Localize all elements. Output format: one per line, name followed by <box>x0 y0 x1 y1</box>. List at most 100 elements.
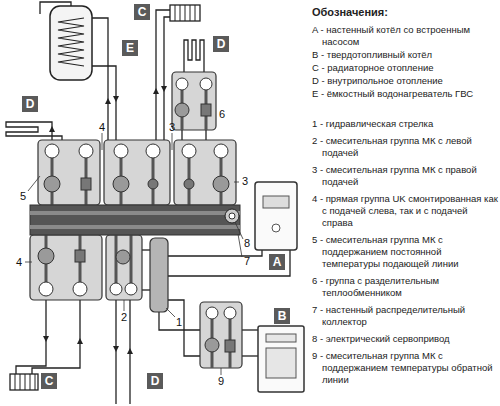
pipe <box>32 300 80 374</box>
pipe <box>142 289 150 290</box>
wall-boiler <box>272 224 280 232</box>
callout-number: 5 <box>20 190 26 202</box>
pipe <box>205 130 206 140</box>
distribution-manifold <box>30 205 240 235</box>
leader-line <box>25 262 32 263</box>
pump-group <box>205 338 219 352</box>
pump-group <box>38 140 100 205</box>
pipe <box>168 300 200 356</box>
solid-fuel-boiler <box>266 348 296 378</box>
pipe <box>242 355 258 356</box>
box-letter: D <box>26 97 35 111</box>
box-letter: E <box>126 41 134 55</box>
letter-box: C <box>41 373 57 389</box>
legend-entry: D - внутрипольное отопление <box>312 75 498 87</box>
pump-group <box>30 235 102 300</box>
solid-fuel-boiler <box>266 334 296 342</box>
flow-arrow <box>127 348 133 354</box>
pump-group <box>225 340 235 352</box>
servo-drive <box>225 209 239 223</box>
heat-exchanger-group <box>176 78 188 90</box>
pump-group <box>200 302 242 368</box>
legend-entry: 3 - смесительная группа МК с правой пода… <box>312 164 498 188</box>
water-heater-tank <box>50 6 92 80</box>
legend-heading: Обозначения: <box>312 6 388 19</box>
flow-arrow <box>77 338 83 344</box>
pump-group <box>104 140 170 205</box>
pump-group <box>114 144 128 158</box>
wall-boiler <box>255 182 297 250</box>
box-letter: D <box>217 37 226 51</box>
box-letter: A <box>273 255 282 269</box>
pipe <box>92 66 116 140</box>
pipe <box>242 329 258 330</box>
letter-box: D <box>147 373 163 389</box>
heat-exchanger-group <box>175 103 189 117</box>
leader-line <box>234 182 239 183</box>
pipe <box>183 62 184 72</box>
leader-line <box>235 222 243 239</box>
pipe <box>203 62 204 72</box>
box-letter: D <box>151 374 160 388</box>
pump-group <box>116 250 130 264</box>
pump-group <box>182 144 196 158</box>
flow-arrow <box>161 86 167 92</box>
pump-group <box>213 176 229 192</box>
distribution-manifold <box>30 205 240 235</box>
box-letter: C <box>138 5 147 19</box>
radiator-symbol <box>175 5 195 21</box>
flow-arrow <box>113 346 119 352</box>
hydraulic-separator <box>150 238 168 312</box>
letter-box: D <box>22 96 38 112</box>
pump-group <box>39 282 53 296</box>
pipe <box>168 250 290 276</box>
servo-drive <box>225 209 239 223</box>
callout-number: 4 <box>16 256 22 268</box>
water-heater-tank <box>58 18 84 66</box>
pipe <box>159 312 200 330</box>
pump-group <box>110 283 122 295</box>
legend-entry: 7 - настенный распределительный коллекто… <box>312 304 498 328</box>
callout-number: 2 <box>121 311 127 323</box>
pump-group <box>73 282 87 296</box>
legend-entry: 9 - смесительная группа МК с поддержание… <box>312 350 498 386</box>
solid-fuel-boiler <box>258 326 304 392</box>
letter-box: D <box>213 36 229 52</box>
callout-number: 7 <box>244 255 250 267</box>
pump-group <box>81 178 91 190</box>
leader-line <box>166 308 175 317</box>
legend-entry: B - твердотопливный котёл <box>312 49 498 61</box>
callout-number: 3 <box>242 175 248 187</box>
legend-entry: A - настенный котёл со встроенным насосо… <box>312 24 498 48</box>
pump-group <box>44 176 60 192</box>
legend-entry: E - ёмкостный водонагреватель ГВС <box>312 88 498 100</box>
letter-box: C <box>134 4 150 20</box>
distribution-manifold <box>30 225 240 229</box>
pump-group <box>106 235 142 300</box>
radiator-symbol <box>10 374 38 390</box>
pump-group <box>125 283 137 295</box>
heat-exchanger-group <box>200 78 212 90</box>
solid-fuel-boiler <box>258 326 304 392</box>
pipe <box>142 249 150 250</box>
leader-line <box>28 176 40 191</box>
pipe <box>92 18 108 140</box>
flow-arrow <box>113 96 119 102</box>
pipe <box>181 130 182 140</box>
leader-line <box>172 133 173 150</box>
floor-heating-coil <box>6 122 40 136</box>
legend-entry: 1 - гидравлическая стрелка <box>312 118 498 130</box>
callout-number: 6 <box>219 108 225 120</box>
water-heater-tank <box>50 6 92 80</box>
flow-arrow <box>43 336 49 342</box>
leader-line <box>221 368 222 375</box>
leader-line <box>124 300 125 311</box>
radiator-symbol <box>170 5 200 21</box>
heat-exchanger-group <box>172 72 216 130</box>
legend-entry: 4 - прямая группа UK смонтированная как … <box>312 193 498 229</box>
pump-group <box>224 307 236 319</box>
pump-group <box>75 250 85 262</box>
pipe <box>16 2 290 404</box>
letter-box: B <box>274 308 290 324</box>
pump-group <box>146 144 160 158</box>
